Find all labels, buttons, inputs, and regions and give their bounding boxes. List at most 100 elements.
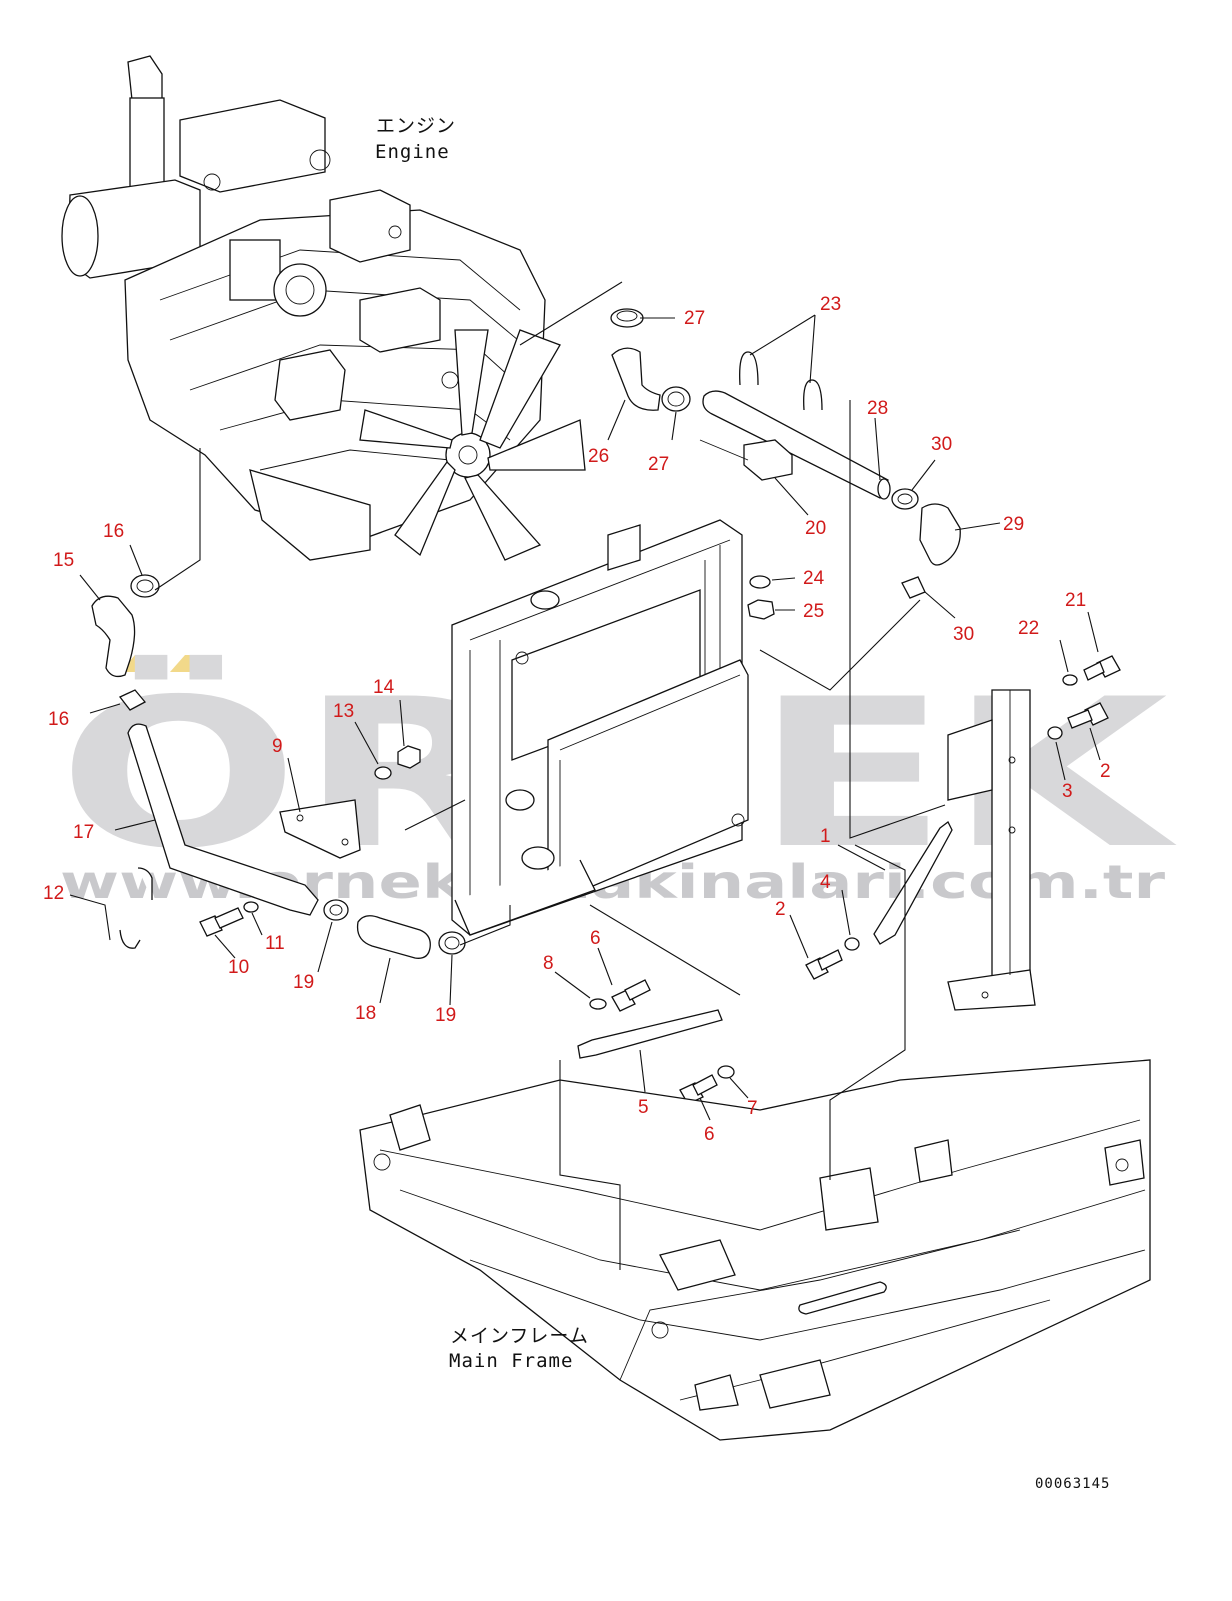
cooling-fan xyxy=(359,329,586,561)
callout-2a: 2 xyxy=(1100,761,1111,782)
callout-17: 17 xyxy=(73,822,94,843)
u-bolt-12a xyxy=(137,867,153,900)
stand-bracket-plate xyxy=(947,719,993,801)
callout-5: 5 xyxy=(638,1097,649,1118)
exhaust-pipe xyxy=(129,97,165,194)
callout-29: 29 xyxy=(1003,514,1024,535)
washer-4 xyxy=(844,937,860,951)
frame-slot xyxy=(798,1281,887,1315)
engine-label-en: Engine xyxy=(375,141,450,163)
washer-3 xyxy=(1047,726,1063,740)
washer-13 xyxy=(374,766,392,780)
callout-27b: 27 xyxy=(648,454,669,475)
radiator-bracket-top xyxy=(607,524,641,571)
radiator-inlet xyxy=(505,789,535,811)
bolt-shank-10 xyxy=(214,907,244,929)
engine-head-cover xyxy=(359,287,441,353)
callout-2b: 2 xyxy=(775,899,786,920)
hose-clamp-16b xyxy=(118,689,147,711)
callouts: 27 23 28 26 27 30 20 29 16 15 24 25 30 2… xyxy=(43,294,1111,1145)
bolt-2b xyxy=(817,949,843,971)
callout-6b: 6 xyxy=(704,1124,715,1145)
hose-15 xyxy=(91,595,136,678)
callout-25: 25 xyxy=(803,601,824,622)
elbow-hose-26 xyxy=(611,347,661,411)
washer-24 xyxy=(749,575,771,589)
hose-18 xyxy=(356,915,431,959)
frame-bracket-left xyxy=(389,1104,431,1151)
callout-13: 13 xyxy=(333,701,354,722)
watermark-accent-right xyxy=(170,655,215,672)
frame-bracket-far xyxy=(1104,1139,1145,1186)
callout-20: 20 xyxy=(805,518,826,539)
pipe-28-end xyxy=(877,478,891,500)
washer-22 xyxy=(1062,674,1078,686)
callout-24: 24 xyxy=(803,568,825,589)
callout-8: 8 xyxy=(543,953,554,974)
callout-4: 4 xyxy=(820,872,831,893)
engine-label-jp: エンジン xyxy=(376,115,456,137)
hose-clamp-30a xyxy=(891,488,919,510)
watermark-accent-left xyxy=(120,655,165,672)
engine-assembly xyxy=(61,55,586,561)
turbocharger xyxy=(273,263,327,317)
u-bolt-23b xyxy=(803,379,823,411)
stand-bracket xyxy=(991,689,1031,986)
radiator-cap xyxy=(530,590,560,610)
hose-clamp-16a xyxy=(130,574,160,598)
callout-27a: 27 xyxy=(684,308,705,329)
drawing-number: 00063145 xyxy=(1035,1476,1110,1492)
nut-25 xyxy=(747,599,775,620)
bolt-21 xyxy=(1083,661,1105,681)
engine-pump xyxy=(274,349,346,421)
stay-rod-5 xyxy=(577,1009,723,1059)
callout-14: 14 xyxy=(373,677,395,698)
callout-9: 9 xyxy=(272,736,283,757)
hose-clamp-19a xyxy=(323,899,349,921)
frame-plate-small xyxy=(694,1374,739,1411)
callout-6a: 6 xyxy=(590,928,601,949)
radiator-assembly xyxy=(451,519,749,936)
callout-16a: 16 xyxy=(103,521,124,542)
elbow-hose-29 xyxy=(919,503,961,566)
callout-12: 12 xyxy=(43,883,64,904)
callout-3: 3 xyxy=(1062,781,1073,802)
frame-label-jp: メインフレーム xyxy=(450,1325,589,1347)
callout-28: 28 xyxy=(867,398,888,419)
frame-plate xyxy=(759,1359,831,1409)
washer-7 xyxy=(717,1065,735,1079)
nut-14 xyxy=(397,745,421,769)
callout-19a: 19 xyxy=(293,972,314,993)
washer-8 xyxy=(589,998,607,1010)
frame-bracket-right xyxy=(914,1139,953,1183)
bolt-6a xyxy=(624,979,651,1001)
callout-30b: 30 xyxy=(953,624,974,645)
bolt-2a xyxy=(1067,709,1093,729)
intake-manifold xyxy=(329,189,411,263)
callout-16b: 16 xyxy=(48,709,69,730)
frame-bracket-center xyxy=(659,1239,736,1291)
hose-clamp-19b xyxy=(438,931,466,955)
frame-body xyxy=(359,1059,1151,1441)
stand-bracket-base xyxy=(947,969,1036,1011)
callout-18: 18 xyxy=(355,1003,376,1024)
callout-1: 1 xyxy=(820,826,831,847)
hose-clamp-27a xyxy=(610,308,644,328)
callout-7: 7 xyxy=(747,1098,758,1119)
callout-11: 11 xyxy=(265,933,285,954)
pipe-17 xyxy=(127,723,319,916)
callout-22: 22 xyxy=(1018,618,1039,639)
frame-label-en: Main Frame xyxy=(449,1350,573,1372)
hose-clamp-27b xyxy=(661,386,691,412)
callout-19b: 19 xyxy=(435,1005,456,1026)
stay-rod-1 xyxy=(873,821,953,945)
u-bolt-12b xyxy=(119,929,141,949)
bracket-9 xyxy=(279,799,361,859)
main-frame xyxy=(359,1059,1151,1441)
callout-30a: 30 xyxy=(931,434,952,455)
callout-23: 23 xyxy=(820,294,841,315)
frame-mount xyxy=(819,1167,879,1231)
callout-15: 15 xyxy=(53,550,74,571)
radiator-outlet xyxy=(521,846,555,870)
